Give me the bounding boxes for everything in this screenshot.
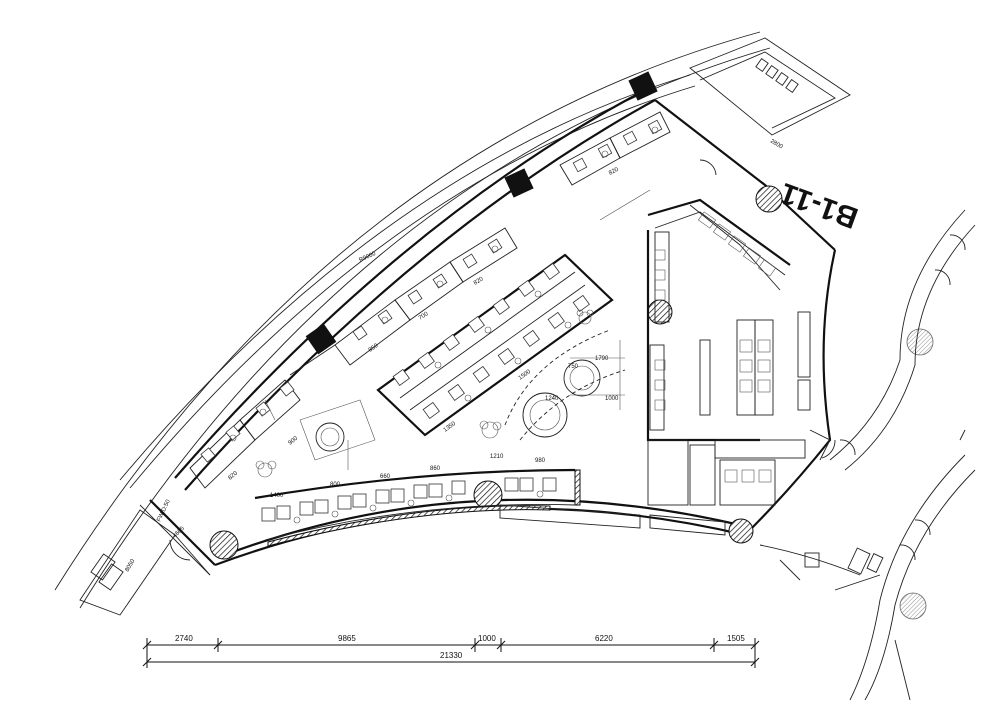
dim-segment-4: 6220 (595, 634, 613, 643)
seat-dim: 750 (568, 364, 579, 370)
room-label: B1-11 (776, 176, 863, 234)
dim-top-right: 2800 (769, 139, 784, 151)
front-glazing (499, 469, 726, 536)
seat-dim: 820 (473, 276, 485, 287)
seat-dim: 1240 (545, 396, 559, 402)
seat-dim: 900 (288, 435, 300, 446)
kitchen-area (646, 198, 831, 506)
main-walls (139, 89, 837, 576)
curve-label: R9000 (358, 251, 377, 264)
seat-dim: 1500 (518, 369, 533, 382)
seat-dim: 850 (368, 343, 380, 354)
seat-dim: 820 (227, 470, 239, 481)
seat-dim: 1350 (443, 421, 458, 434)
seat-dim: 860 (430, 466, 441, 472)
seat-dim: 980 (535, 458, 546, 464)
unit-left-label: 8050 (125, 558, 137, 573)
leader-lines (264, 189, 651, 470)
dim-segment-3: 1000 (478, 634, 496, 643)
dim-segment-1: 2740 (175, 634, 193, 643)
round-table-area (299, 329, 626, 461)
seat-dim: 700 (418, 311, 430, 322)
plants (255, 309, 594, 478)
doors (169, 159, 836, 561)
adjacent-unit-left (79, 509, 211, 616)
dim-total: 21330 (440, 651, 463, 660)
round-columns (209, 185, 934, 620)
adjacent-unit-top (689, 37, 851, 136)
dim-left-edge: 4605 (172, 525, 186, 539)
right-corridor (759, 209, 976, 701)
seat-dim: 1400 (270, 493, 284, 499)
structural-columns (305, 71, 658, 355)
seat-dim: 660 (380, 474, 391, 480)
seat-dim: 800 (330, 482, 341, 488)
dim-segment-2: 9865 (338, 634, 356, 643)
seat-dim: 1790 (595, 356, 609, 362)
central-booth-island (376, 253, 614, 437)
window-booths (189, 111, 671, 489)
dim-segment-5: 1505 (727, 634, 745, 643)
seat-dim: 1000 (605, 396, 619, 402)
dimension-chain-bottom: 2740 9865 1000 6220 1505 21330 (142, 634, 760, 668)
seat-dim: 1210 (490, 454, 504, 460)
bottom-booth-row (254, 468, 576, 547)
seat-dim: 820 (608, 166, 620, 176)
